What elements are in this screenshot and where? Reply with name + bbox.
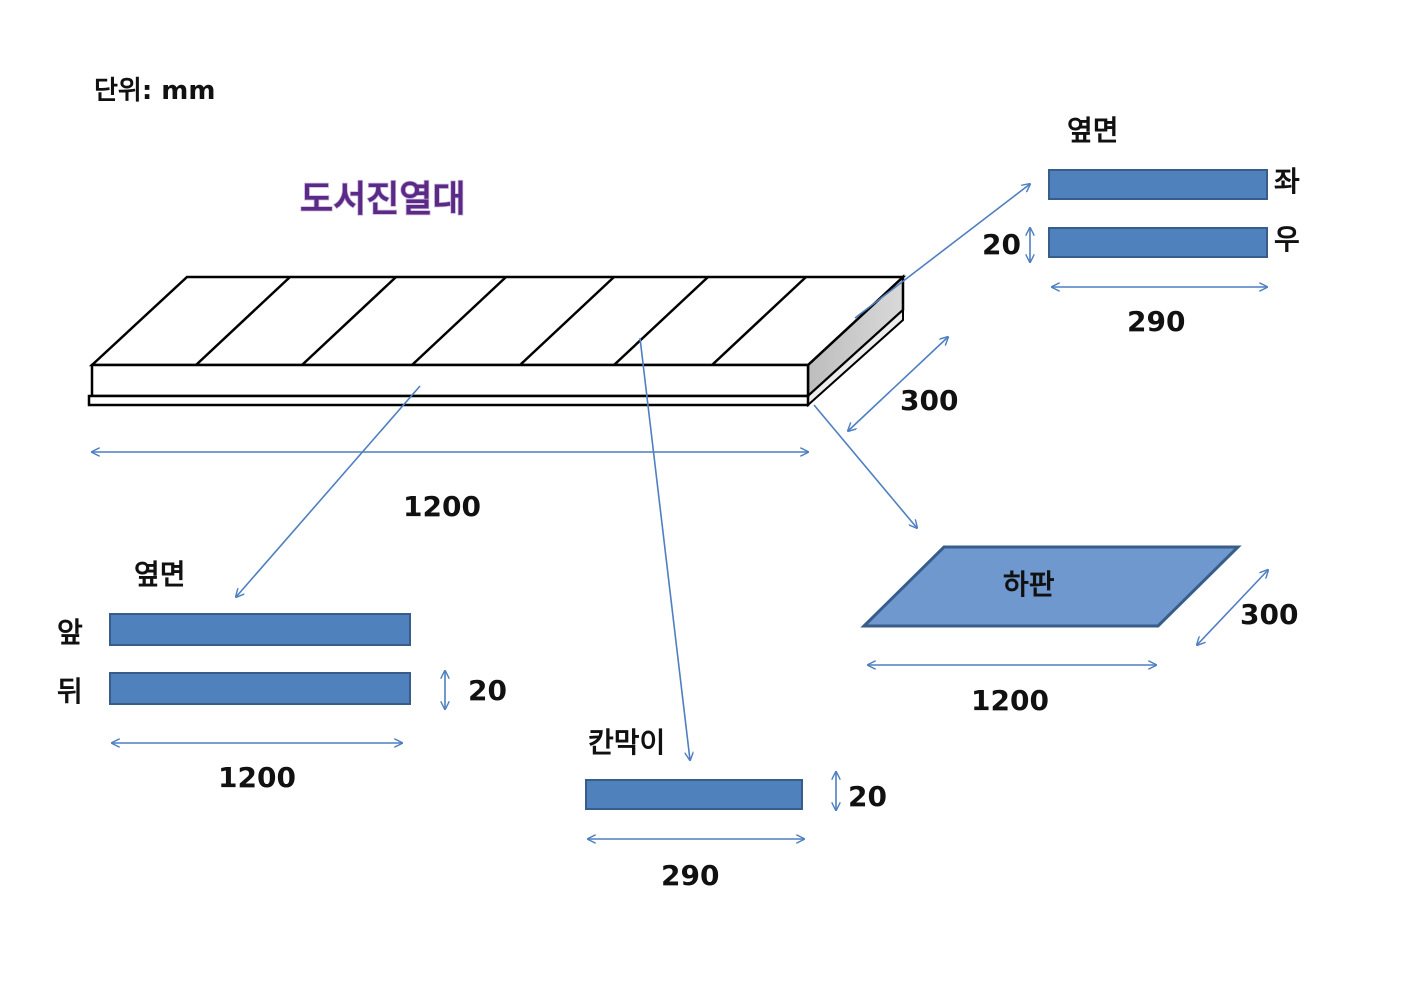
shelf-top-face — [88, 275, 907, 367]
pointer-arrow-divider — [639, 337, 690, 760]
divider-heading: 칸막이 — [588, 726, 665, 759]
bottom-panel-shape — [860, 545, 1242, 628]
divider-panel — [585, 779, 803, 810]
bottom-width-label: 1200 — [971, 684, 1049, 717]
shelf-3d-model — [87, 274, 907, 408]
side-fb-width-label: 1200 — [218, 761, 296, 794]
diagram-title: 도서진열대 — [300, 179, 466, 220]
side-lr-height-label: 20 — [982, 228, 1021, 261]
shelf-bottom-slab — [87, 394, 810, 407]
pointer-arrow-bottom — [813, 404, 917, 528]
bottom-panel-label: 하판 — [1003, 568, 1055, 601]
shelf-divider-line — [613, 276, 709, 366]
unit-label: 단위: mm — [94, 76, 215, 106]
shelf-divider-line — [411, 276, 507, 366]
side-right-label: 우 — [1274, 223, 1300, 256]
side-right-panel — [1048, 227, 1268, 258]
shelf-divider-line — [195, 276, 291, 366]
bottom-depth-label: 300 — [1240, 598, 1298, 631]
pointer-arrow-side-fb — [236, 385, 421, 597]
divider-height-label: 20 — [848, 780, 887, 813]
side-back-panel — [109, 672, 411, 705]
side-front-label: 앞 — [57, 616, 83, 649]
side-back-label: 뒤 — [57, 675, 83, 708]
side-left-panel — [1048, 169, 1268, 200]
side-front-panel — [109, 613, 411, 646]
side-lr-width-label: 290 — [1127, 305, 1185, 338]
side-left-label: 좌 — [1274, 165, 1300, 198]
side-fb-height-label: 20 — [468, 674, 507, 707]
main-width-label: 1200 — [403, 490, 481, 523]
shelf-divider-line — [301, 276, 397, 366]
shelf-divider-line — [711, 276, 807, 366]
shelf-divider-line — [519, 276, 615, 366]
side-lr-heading: 옆면 — [1067, 114, 1119, 147]
main-depth-label: 300 — [900, 384, 958, 417]
shelf-front-face — [90, 363, 810, 398]
pointer-arrow-side-lr — [854, 184, 1030, 319]
main-depth-arrow — [848, 337, 948, 431]
side-fb-heading: 옆면 — [134, 558, 186, 591]
divider-width-label: 290 — [661, 859, 719, 892]
bottom-depth-arrow — [1197, 570, 1268, 645]
